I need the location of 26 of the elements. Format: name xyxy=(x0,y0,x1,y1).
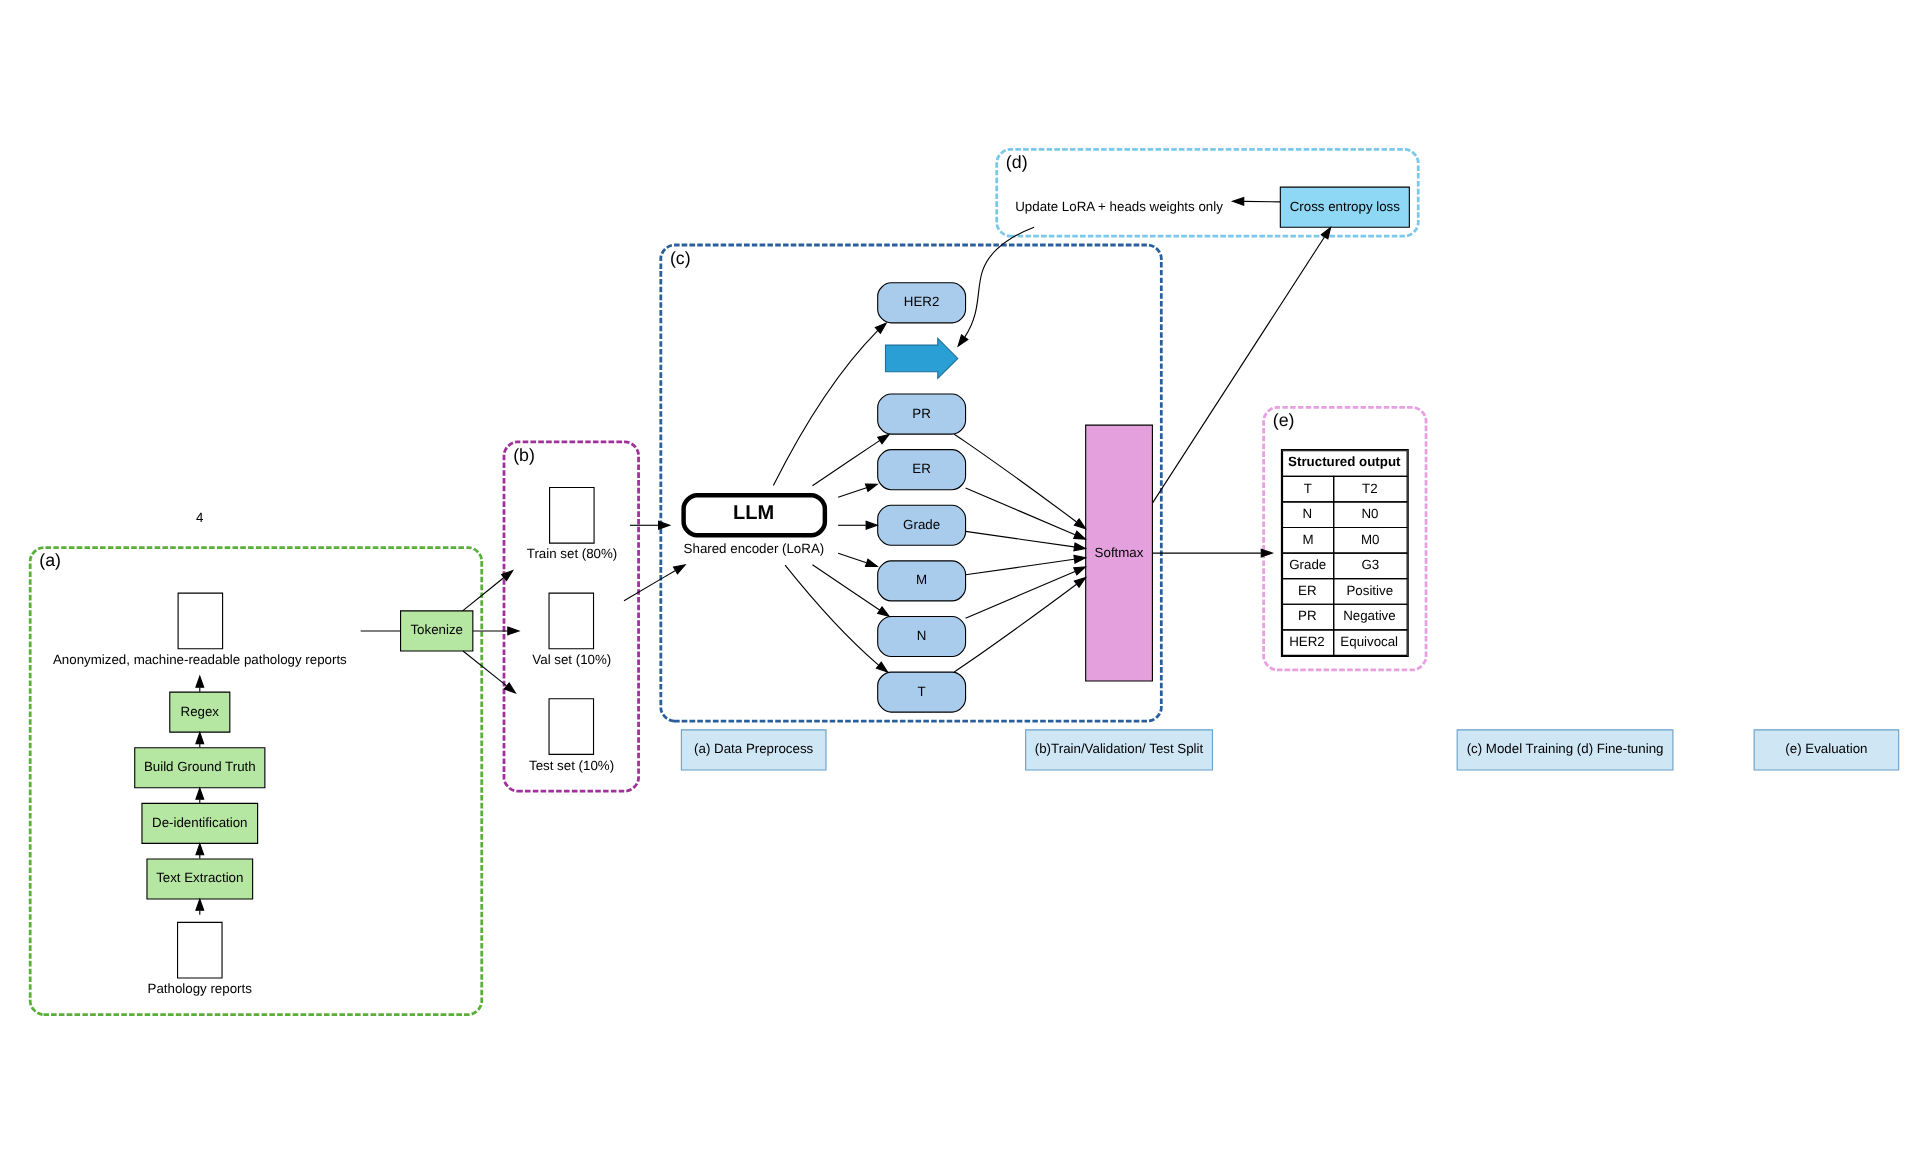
arrow xyxy=(965,486,1088,539)
arrow xyxy=(784,563,889,673)
node-arrow xyxy=(884,336,959,379)
arrow xyxy=(837,551,879,567)
arrow xyxy=(1230,195,1281,206)
arrow xyxy=(629,519,672,529)
connector xyxy=(360,629,401,631)
arrow xyxy=(1151,225,1332,503)
arrow xyxy=(811,563,891,617)
arrow xyxy=(965,565,1088,618)
arrow xyxy=(472,625,521,635)
arrow xyxy=(811,432,891,486)
arrow xyxy=(837,482,879,497)
arrow xyxy=(462,649,517,693)
arrow xyxy=(953,575,1087,672)
arrow xyxy=(1152,547,1275,557)
arrow xyxy=(195,841,205,859)
arrow xyxy=(957,225,1035,347)
node-box: LLM xyxy=(681,492,828,537)
arrow xyxy=(953,432,1087,529)
arrow xyxy=(965,529,1088,551)
arrow xyxy=(462,568,515,611)
arrow xyxy=(837,519,879,529)
arrow xyxy=(965,553,1088,575)
arrow xyxy=(623,562,687,601)
arrow xyxy=(772,321,888,486)
